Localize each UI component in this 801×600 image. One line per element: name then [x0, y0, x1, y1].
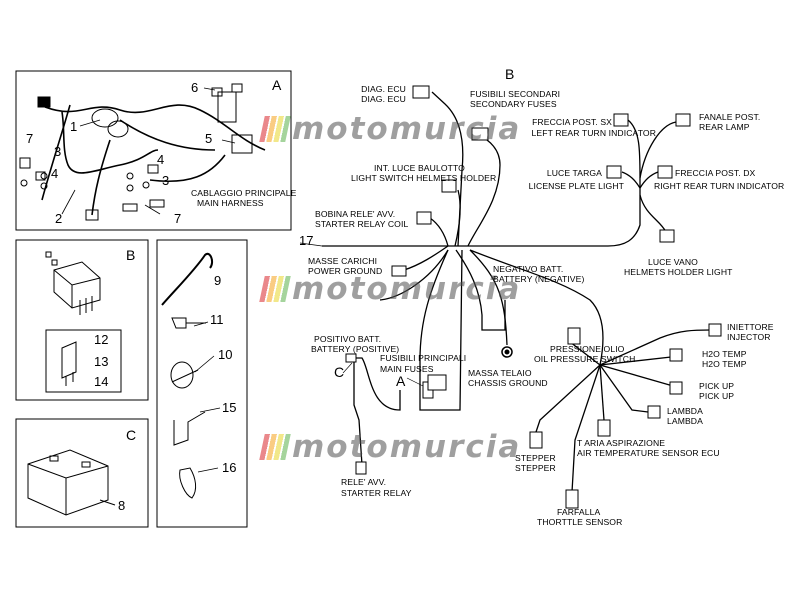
label-luce-vano: LUCE VANO: [648, 257, 698, 267]
label-masse-carichi: MASSE CARICHI: [308, 256, 378, 266]
connector-boxes: [345, 85, 722, 509]
label-secondary-fuses: SECONDARY FUSES: [470, 99, 557, 109]
panel-c-letter: C: [126, 427, 137, 443]
part-number-14: 14: [94, 374, 109, 389]
label-right-rear-turn: RIGHT REAR TURN INDICATOR: [654, 181, 785, 191]
label-pressione-olio: PRESSIONE OLIO: [550, 344, 625, 354]
label-h2o-temp-1: H2O TEMP: [702, 349, 747, 359]
label-injector: INJECTOR: [727, 332, 771, 342]
chassis-ground-terminal-dot: [504, 349, 510, 355]
harness-parts: [19, 83, 253, 221]
panel-b-fuse-frame: [45, 329, 122, 393]
label-battery-positive: BATTERY (POSITIVE): [311, 344, 400, 354]
panel-b-letter: B: [126, 247, 136, 263]
section-letter-a: A: [396, 373, 406, 389]
label-lambda-2: LAMBDA: [667, 416, 703, 426]
part-number-7a: 7: [26, 131, 34, 146]
part-number-4a: 4: [51, 166, 59, 181]
label-stepper-1: STEPPER: [515, 453, 556, 463]
label-helmets-holder-light: HELMETS HOLDER LIGHT: [624, 267, 733, 277]
wiring-lines: [299, 91, 711, 493]
panel-a-letter: A: [272, 77, 282, 93]
part-number-7b: 7: [174, 211, 182, 226]
panel-a-frame: [15, 70, 292, 231]
label-stepper-2: STEPPER: [515, 463, 556, 473]
label-license-plate: LICENSE PLATE LIGHT: [528, 181, 624, 191]
label-battery-negative: BATTERY (NEGATIVE): [493, 274, 585, 284]
label-farfalla: FARFALLA: [557, 507, 601, 517]
part-number-13: 13: [94, 354, 109, 369]
label-diag-ecu-2: DIAG. ECU: [361, 94, 406, 104]
label-power-ground: POWER GROUND: [308, 266, 383, 276]
label-int-luce-baulotto: INT. LUCE BAULOTTO: [374, 163, 465, 173]
label-leader-lines: [342, 362, 424, 387]
label-oil-pressure-switch: OIL PRESSURE SWITCH: [534, 354, 636, 364]
part-number-11: 11: [210, 312, 224, 327]
main-harness-drawing: [41, 104, 266, 216]
main-harness-caption-en: MAIN HARNESS: [197, 198, 264, 208]
label-negativo-batt: NEGATIVO BATT.: [493, 264, 564, 274]
panel-b-frame: [15, 239, 149, 401]
label-freccia-post-sx: FRECCIA POST. SX: [532, 117, 612, 127]
panel-c-frame: [15, 418, 149, 528]
label-fanale-post: FANALE POST.: [699, 112, 761, 122]
label-starter-relay: STARTER RELAY: [341, 488, 412, 498]
label-h2o-temp-2: H2O TEMP: [702, 359, 747, 369]
label-luce-targa: LUCE TARGA: [546, 168, 602, 178]
part-number-4b: 4: [157, 152, 165, 167]
label-freccia-post-dx: FRECCIA POST. DX: [675, 168, 756, 178]
part-number-2: 2: [55, 211, 63, 226]
part-number-1: 1: [70, 119, 78, 134]
section-letter-b: B: [505, 66, 515, 82]
label-throttle-sensor: THORTTLE SENSOR: [537, 517, 623, 527]
section-letter-c: C: [334, 364, 345, 380]
label-rele-avv: RELE' AVV.: [341, 477, 387, 487]
label-bobina-rele: BOBINA RELE' AVV.: [315, 209, 396, 219]
part-number-9: 9: [214, 273, 222, 288]
label-rear-lamp: REAR LAMP: [699, 122, 750, 132]
parts-leader-lines: [193, 321, 221, 473]
label-air-temp-sensor: AIR TEMPERATURE SENSOR ECU: [577, 448, 720, 458]
fuse-box-drawing: [45, 251, 101, 386]
label-main-fuses: MAIN FUSES: [380, 364, 434, 374]
chassis-ground-terminal: [501, 346, 513, 358]
label-pick-up-2: PICK UP: [699, 391, 735, 401]
part-number-10: 10: [218, 347, 233, 362]
part-number-3b: 3: [162, 173, 170, 188]
label-massa-telaio: MASSA TELAIO: [468, 368, 532, 378]
label-fusibili-secondari: FUSIBILI SECONDARI: [470, 89, 561, 99]
label-chassis-ground: CHASSIS GROUND: [468, 378, 548, 388]
label-fusibili-principali: FUSIBILI PRINCIPALI: [380, 353, 467, 363]
main-harness-caption-it: CABLAGGIO PRINCIPALE: [191, 188, 297, 198]
part-number-5: 5: [205, 131, 213, 146]
label-diag-ecu-1: DIAG. ECU: [361, 84, 406, 94]
label-iniettore: INIETTORE: [727, 322, 774, 332]
label-pick-up-1: PICK UP: [699, 381, 735, 391]
panel-a-leader-lines: [61, 87, 236, 215]
part-number-3a: 3: [54, 144, 62, 159]
label-t-aria: T ARIA ASPIRAZIONE: [577, 438, 666, 448]
main-line-number-17: 17: [299, 233, 314, 248]
watermark-top: motomurcia: [259, 112, 521, 146]
label-starter-relay-coil: STARTER RELAY COIL: [315, 219, 409, 229]
label-left-rear-turn: LEFT REAR TURN INDICATOR: [531, 128, 656, 138]
parts-panel-frame: [156, 239, 248, 528]
battery-drawing: [27, 449, 116, 516]
label-positivo-batt: POSITIVO BATT.: [314, 334, 382, 344]
part-number-15: 15: [222, 400, 237, 415]
part-number-8: 8: [118, 498, 126, 513]
part-number-6: 6: [191, 80, 199, 95]
part-number-16: 16: [222, 460, 237, 475]
watermark-middle: motomurcia: [259, 272, 521, 306]
watermark-bottom: motomurcia: [259, 430, 521, 464]
parts-drawings: [161, 252, 214, 499]
part-number-12: 12: [94, 332, 109, 347]
label-light-switch-helmets: LIGHT SWITCH HELMETS HOLDER: [351, 173, 497, 183]
label-lambda-1: LAMBDA: [667, 406, 703, 416]
